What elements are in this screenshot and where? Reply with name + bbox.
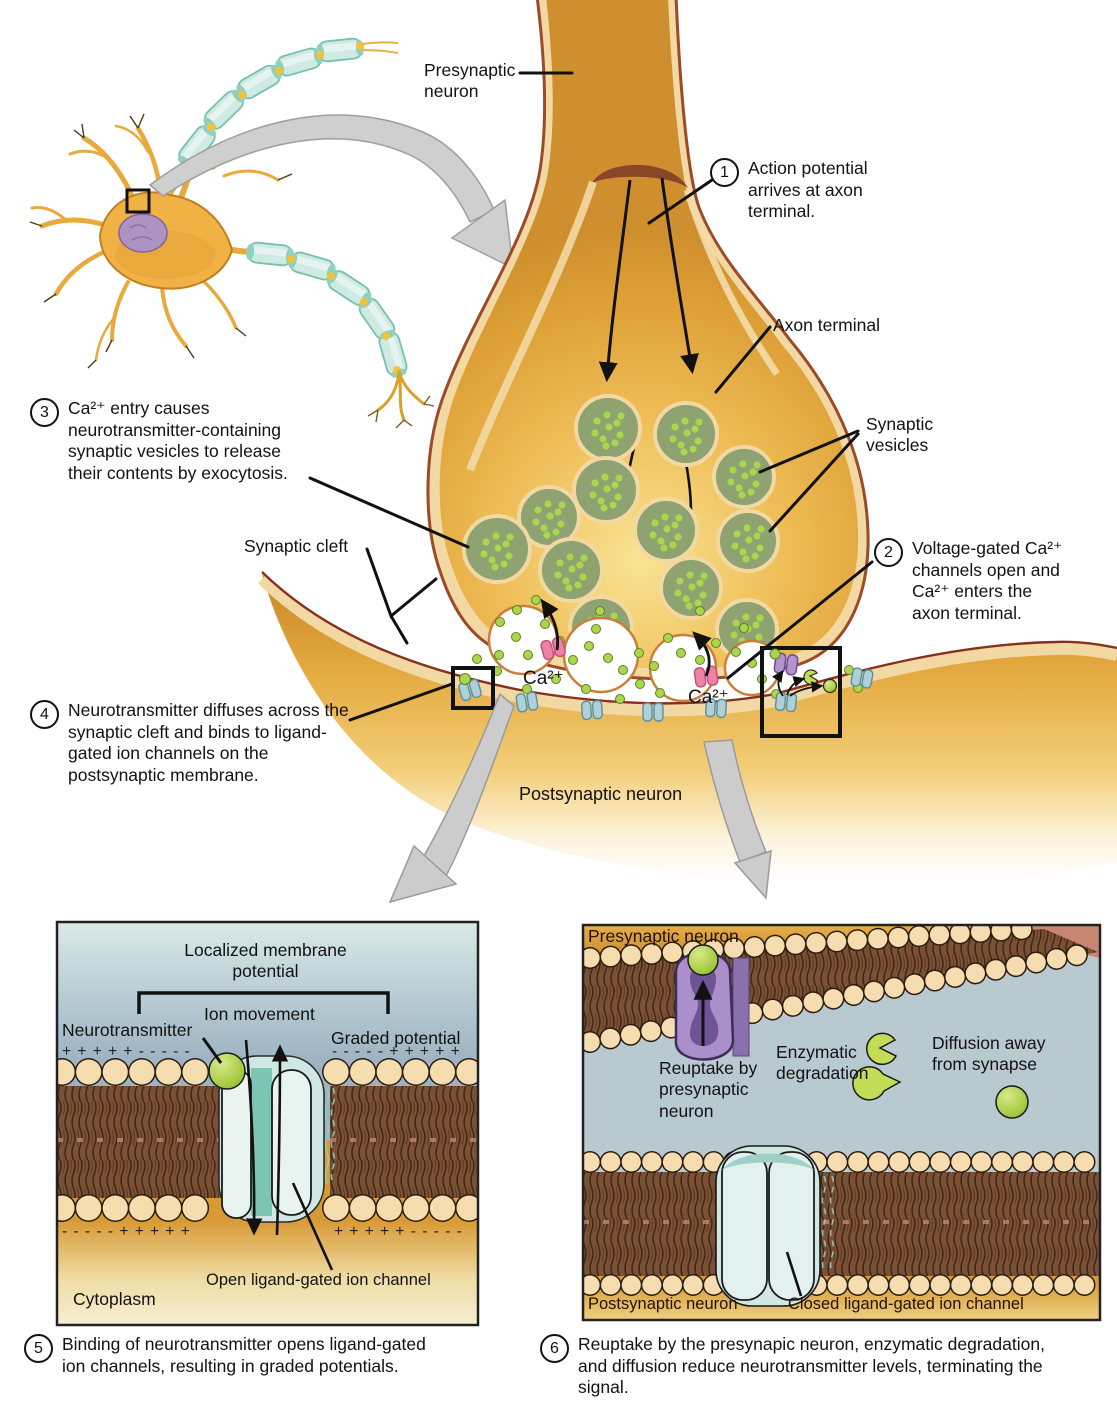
magnified-region-box — [125, 188, 151, 214]
label-open-channel: Open ligand-gated ion channel — [206, 1271, 431, 1289]
step-2-badge: 2 — [874, 538, 903, 567]
label-cytoplasm: Cytoplasm — [73, 1289, 156, 1309]
membrane-potential-bracket — [137, 991, 390, 1014]
fate-arrows — [772, 669, 824, 697]
step-2-text: Voltage-gated Ca²⁺ channels open and Ca²… — [912, 538, 1063, 624]
step-6-badge: 6 — [540, 1334, 569, 1363]
enzyme-icons — [852, 1032, 902, 1101]
label-synaptic-cleft: Synaptic cleft — [244, 536, 349, 556]
closed-ligand-gated-channel — [715, 1145, 821, 1307]
action-potential-arrows — [598, 177, 699, 383]
neurotransmitter-ball — [208, 1052, 246, 1090]
step-5-badge: 5 — [24, 1334, 53, 1363]
label-calcium-2: Ca²⁺ — [688, 687, 729, 708]
step-1: 1 Action potential arrives at axon termi… — [710, 158, 883, 223]
step-1-badge: 1 — [710, 158, 739, 187]
lipid-heads — [57, 1058, 478, 1222]
highlight-box-left — [451, 666, 495, 710]
inset-right-arrow — [703, 739, 772, 900]
inset-left-arrow — [388, 692, 515, 904]
step-6: 6 Reuptake by the presynapic neuron, enz… — [540, 1334, 1048, 1399]
highlight-box-right — [760, 646, 842, 738]
label-postsynaptic-neuron: Postsynaptic neuron — [519, 784, 683, 804]
label-ion-movement: Ion movement — [204, 1004, 315, 1024]
reuptake-transporter — [674, 944, 750, 1061]
step-5-text: Binding of neurotransmitter opens ligand… — [62, 1334, 426, 1376]
diffusing-neurotransmitter — [995, 1085, 1029, 1119]
inset-left-figure — [55, 920, 480, 1327]
label-calcium-1: Ca²⁺ — [523, 668, 564, 689]
step-6-text: Reuptake by the presynapic neuron, enzym… — [578, 1334, 1045, 1398]
label-reuptake: Reuptake by presynaptic neuron — [659, 1058, 758, 1121]
charges-bottom-left: - - - - - + + + + + — [62, 1223, 191, 1240]
step-4-badge: 4 — [30, 700, 59, 729]
label-enzymatic-degradation: Enzymatic degradation — [776, 1042, 869, 1084]
magnify-arrow — [148, 114, 514, 270]
step-3: 3 Ca²⁺ entry causes neurotransmitter-con… — [30, 398, 306, 485]
step-3-text: Ca²⁺ entry causes neurotransmitter-conta… — [68, 398, 288, 484]
myelinated-axon-upper — [173, 36, 399, 172]
label-graded-potential: Graded potential — [331, 1028, 461, 1048]
receptor-icons — [457, 666, 875, 722]
step-4-text: Neurotransmitter diffuses across the syn… — [68, 700, 349, 786]
charges-bottom-right: + + + + + - - - - - — [334, 1223, 463, 1240]
nucleus — [118, 213, 168, 253]
charges-top-left: + + + + + - - - - - — [62, 1043, 191, 1060]
open-ligand-gated-channel — [218, 1055, 325, 1223]
enzyme-icon — [803, 669, 819, 685]
step-3-badge: 3 — [30, 398, 59, 427]
leader-lines — [308, 71, 874, 722]
step-4: 4 Neurotransmitter diffuses across the s… — [30, 700, 353, 787]
label-synaptic-vesicles: Synaptic vesicles — [866, 414, 934, 456]
neurotransmitter-dot-field — [472, 595, 863, 704]
inset-right-figure — [581, 923, 1102, 1322]
label-neurotransmitter: Neurotransmitter — [62, 1020, 193, 1040]
source-neuron-illustration — [29, 36, 514, 429]
label-diffusion-away: Diffusion away from synapse — [932, 1033, 1046, 1075]
step-5: 5 Binding of neurotransmitter opens liga… — [24, 1334, 434, 1377]
label-localized-membrane-potential: Localized membrane potential — [184, 940, 347, 982]
ion-movement-arrows — [244, 1039, 289, 1236]
label-presynaptic-neuron: Presynaptic neuron — [424, 60, 516, 102]
label-inset-postsynaptic: Postsynaptic neuron — [588, 1295, 738, 1313]
myelinated-axon-lower — [244, 240, 435, 429]
presynaptic-membrane-heads — [583, 925, 1100, 1053]
postsynaptic-membrane-heads — [583, 1151, 1100, 1296]
label-inset-presynaptic: Presynaptic neuron — [588, 926, 739, 946]
calcium-channel-icons — [539, 598, 720, 689]
step-1-text: Action potential arrives at axon termina… — [748, 158, 868, 222]
step-2: 2 Voltage-gated Ca²⁺ channels open and C… — [874, 538, 1070, 625]
label-axon-terminal: Axon terminal — [773, 315, 880, 335]
label-closed-channel: Closed ligand-gated ion channel — [788, 1295, 1024, 1313]
charges-top-right: - - - - - + + + + + — [332, 1043, 461, 1060]
